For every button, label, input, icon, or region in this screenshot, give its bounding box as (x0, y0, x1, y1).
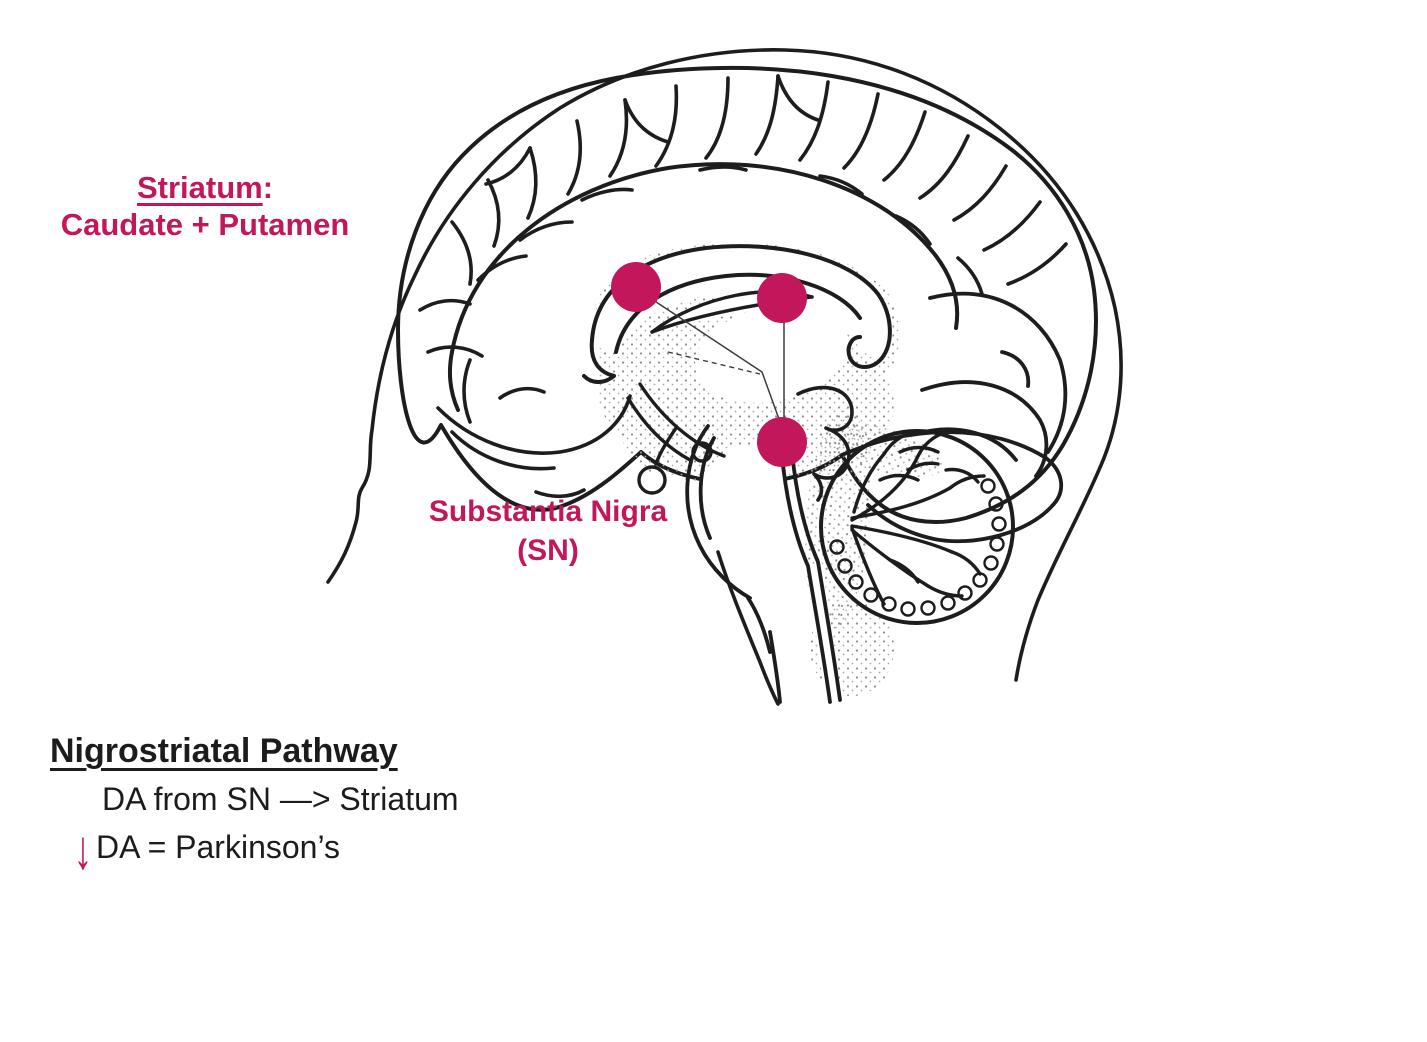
striatum-label: Striatum: Caudate + Putamen (40, 170, 370, 243)
pons-fill (689, 444, 791, 596)
striatum-colon: : (262, 170, 274, 205)
striatum-label-line2: Caudate + Putamen (60, 206, 350, 242)
brainstem (685, 424, 842, 704)
pathway-notes: Nigrostriatal Pathway DA from SN —> Stri… (50, 732, 459, 878)
tectum-curl (796, 385, 854, 502)
pituitary (637, 426, 713, 495)
substantia-nigra-line1: Substantia Nigra (428, 495, 668, 528)
substantia-nigra-line2: (SN) (517, 534, 579, 567)
substantia-nigra-label: Substantia Nigra (SN) (398, 492, 698, 570)
cortical-sulci (450, 74, 1068, 296)
pathway-heading: Nigrostriatal Pathway (50, 732, 398, 770)
corpus-callosum (582, 244, 892, 384)
occipital-sulci (840, 291, 1068, 544)
cingulate-sulcus (450, 162, 960, 354)
pathway-line1: DA from SN —> Striatum (102, 781, 459, 817)
cerebellum-folia-beads (829, 478, 1007, 617)
pathway-line2-text: DA = Parkinson’s (96, 829, 340, 866)
thalamus-fill (695, 305, 849, 403)
cerebellum-arbor-vitae (850, 430, 986, 606)
striatum-label-line1: Striatum: (40, 170, 370, 207)
head-outline (326, 48, 1123, 682)
striatum-word: Striatum (136, 170, 263, 205)
substantia-nigra-marker (757, 417, 807, 467)
pathway-line2: ↓ DA = Parkinson’s (72, 823, 459, 877)
cerebellum-outline (819, 429, 1015, 625)
cingulate-spur (448, 350, 460, 412)
decrease-arrow-icon: ↓ (73, 819, 93, 882)
striatum-caudate-marker (611, 262, 661, 312)
frontal-temporal-sulci (418, 298, 632, 499)
corpus-callosum-fill (588, 244, 893, 360)
hypothalamus-lines (626, 382, 726, 462)
striatum-putamen-marker (757, 273, 807, 323)
